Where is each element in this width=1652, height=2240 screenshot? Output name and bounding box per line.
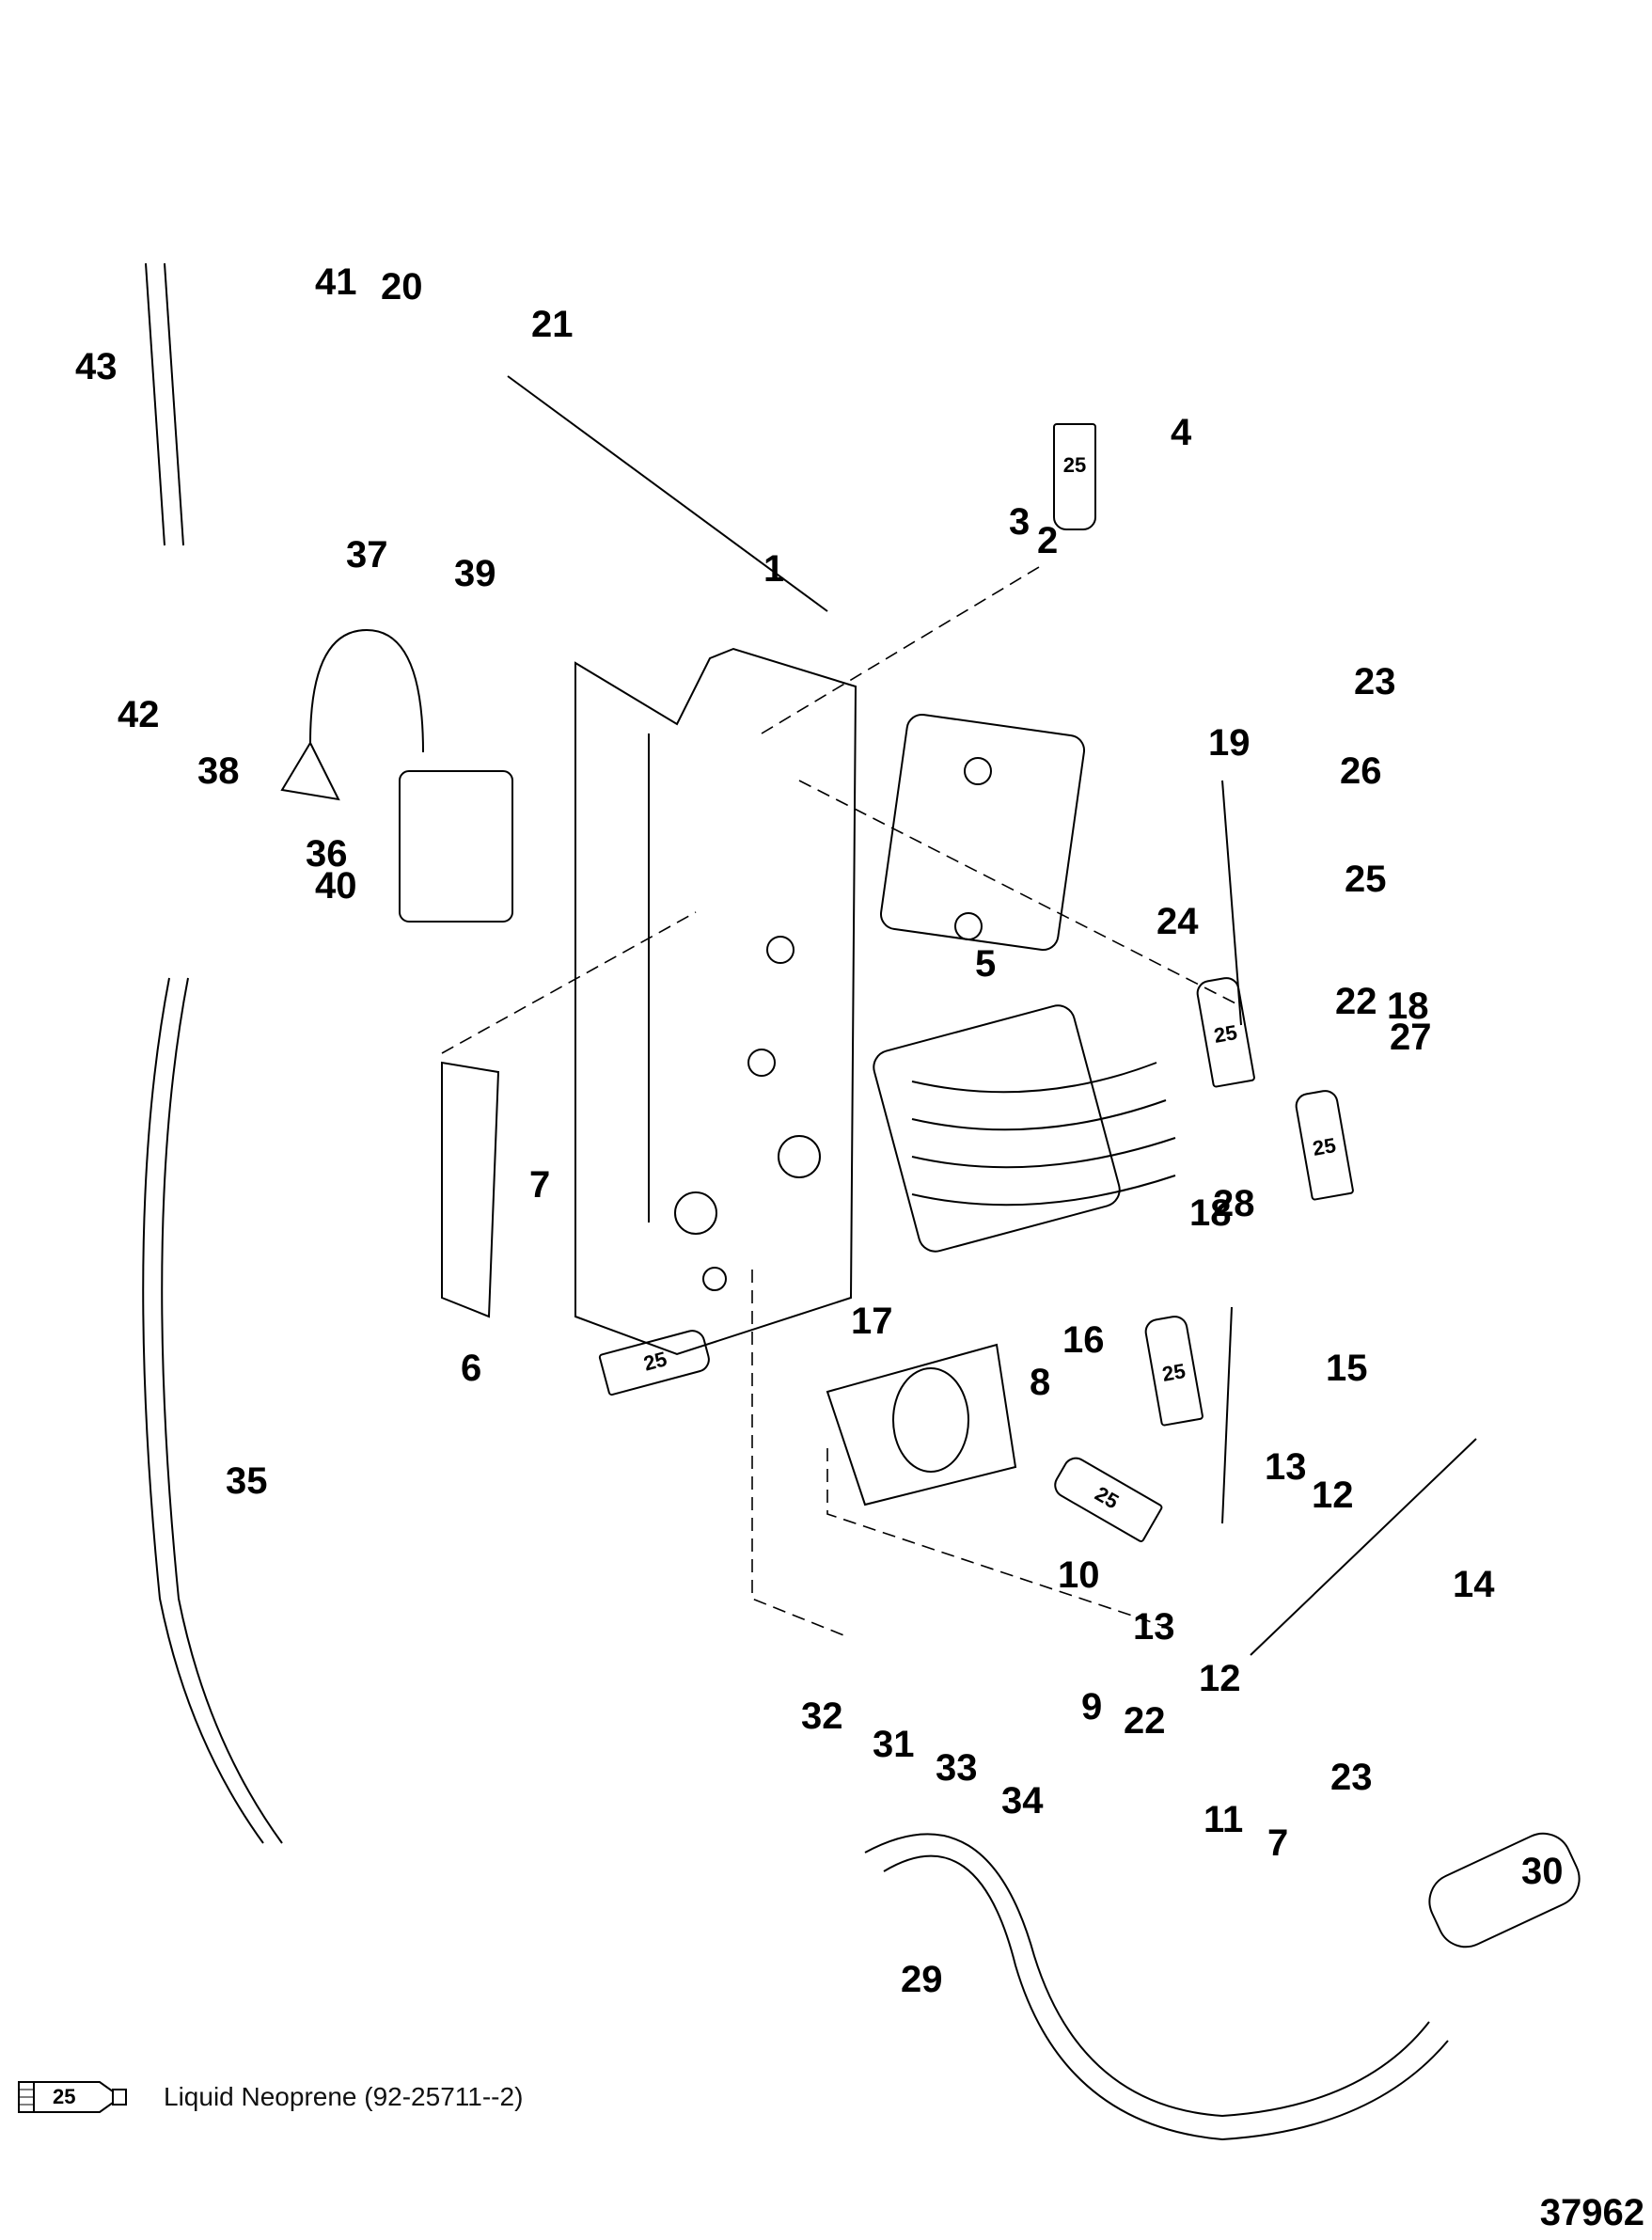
legend-text: Liquid Neoprene (92-25711--2) — [164, 2082, 524, 2111]
callout-12: 12 — [1312, 1475, 1354, 1516]
figure-number: 37962 — [1539, 2192, 1644, 2233]
callout-36: 36 — [306, 833, 348, 875]
callout-10: 10 — [1058, 1554, 1100, 1596]
callout-9: 9 — [1081, 1686, 1103, 1727]
tube-label: 25 — [1062, 453, 1087, 477]
callout-22: 22 — [1335, 981, 1377, 1022]
callout-18b: 18 — [1189, 1192, 1232, 1234]
callout-23b: 23 — [1330, 1757, 1373, 1798]
callout-41: 41 — [315, 261, 357, 303]
callout-20: 20 — [381, 266, 423, 308]
callout-14: 14 — [1453, 1564, 1495, 1605]
callout-15: 15 — [1326, 1348, 1368, 1389]
callout-35: 35 — [226, 1460, 268, 1502]
callout-7: 7 — [529, 1164, 551, 1206]
callout-34: 34 — [1001, 1780, 1044, 1822]
callout-25: 25 — [1345, 859, 1387, 900]
legend-tube-number: 25 — [53, 2085, 76, 2108]
wiring-harness-29 — [864, 1833, 1430, 2118]
callout-4: 4 — [1171, 412, 1192, 453]
callout-37: 37 — [346, 534, 388, 576]
mounting-plate — [574, 647, 857, 1356]
sealant-tube-icon: 25 — [1053, 423, 1096, 530]
callout-19: 19 — [1208, 722, 1251, 764]
callout-21: 21 — [531, 304, 574, 345]
cable-25 — [1221, 780, 1242, 1026]
callout-33: 33 — [936, 1747, 978, 1789]
callout-40: 40 — [315, 865, 357, 907]
sealant-tube-icon: 25 — [17, 2078, 139, 2116]
callout-22b: 22 — [1124, 1700, 1166, 1742]
starter-solenoid — [826, 1343, 1017, 1506]
cable-15 — [1221, 1306, 1233, 1524]
callout-13b: 13 — [1133, 1606, 1175, 1648]
callout-27: 27 — [1390, 1017, 1432, 1058]
callout-29: 29 — [901, 1959, 943, 2000]
callout-18: 18 — [1387, 986, 1429, 1027]
callout-30: 30 — [1521, 1851, 1564, 1892]
tube-label: 25 — [1160, 1359, 1188, 1386]
tube-label: 25 — [1212, 1020, 1239, 1048]
callout-31: 31 — [873, 1724, 915, 1765]
callout-11: 11 — [1204, 1799, 1244, 1840]
control-module-upper — [879, 713, 1086, 952]
wiring-harness-43 — [145, 262, 165, 546]
cable-21 — [507, 375, 828, 612]
callout-23: 23 — [1354, 661, 1396, 702]
callout-6: 6 — [461, 1348, 482, 1389]
callout-24: 24 — [1156, 901, 1199, 942]
clamp-bracket — [441, 1061, 500, 1318]
wiring-harness-35-outline — [142, 977, 264, 1844]
callout-38: 38 — [197, 750, 240, 792]
callout-3: 3 — [1009, 501, 1031, 543]
callout-43: 43 — [75, 346, 118, 387]
callout-8: 8 — [1030, 1362, 1051, 1403]
rectifier-module — [873, 1004, 1176, 1253]
wiring-harness-35 — [136, 976, 269, 1848]
callout-39: 39 — [454, 553, 496, 594]
tube-label: 25 — [1311, 1133, 1338, 1160]
callout-1: 1 — [763, 548, 785, 590]
callout-5: 5 — [975, 943, 997, 985]
legend: 25 Liquid Neoprene (92-25711--2) — [17, 2078, 523, 2116]
callout-2: 2 — [1037, 520, 1059, 561]
callout-16: 16 — [1062, 1319, 1105, 1361]
callout-12b: 12 — [1199, 1658, 1241, 1699]
callout-32: 32 — [801, 1696, 843, 1737]
cable-14 — [1250, 1438, 1477, 1656]
callout-26: 26 — [1340, 750, 1382, 792]
ignition-coil — [280, 628, 513, 923]
callout-13: 13 — [1265, 1446, 1307, 1488]
callout-17: 17 — [851, 1301, 893, 1342]
callout-28: 28 — [1213, 1183, 1255, 1224]
callout-7b: 7 — [1267, 1822, 1289, 1864]
callout-42: 42 — [118, 694, 160, 735]
